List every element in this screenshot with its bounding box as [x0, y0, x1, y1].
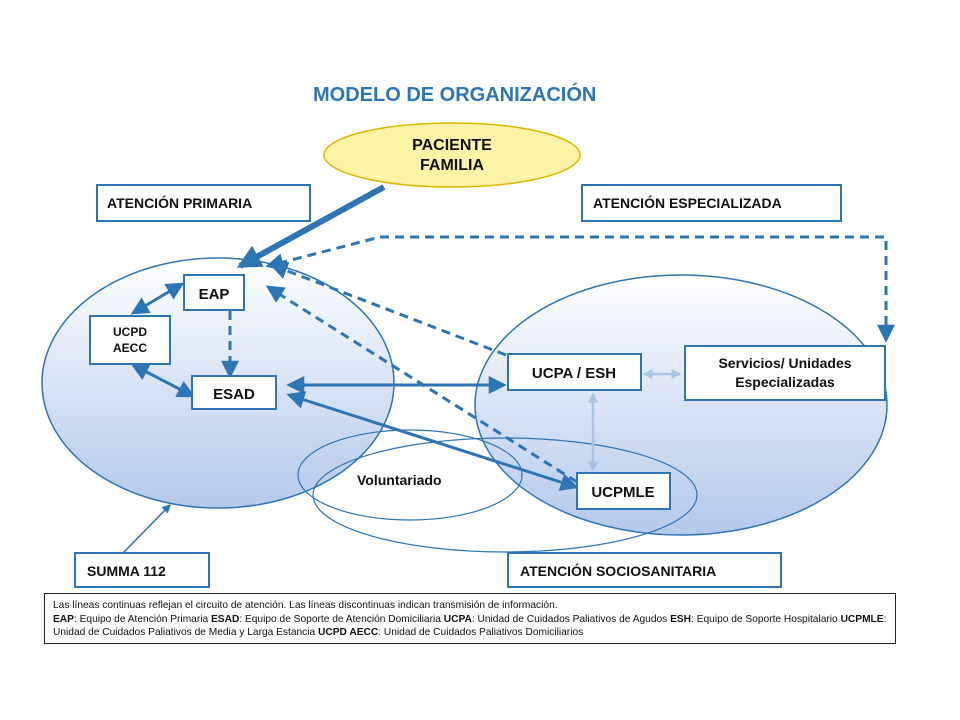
legend-desc: : Equipo de Soporte Hospitalario: [691, 613, 841, 625]
services-label: Servicios/ Unidades: [718, 355, 851, 371]
aecc-label: AECC: [113, 341, 147, 355]
legend-desc: : Unidad de Cuidados Paliativos de Media…: [53, 613, 887, 639]
page-title: MODELO DE ORGANIZACIÓN: [313, 82, 596, 106]
patient-label: PACIENTE: [412, 137, 492, 154]
eap-label: EAP: [199, 286, 230, 303]
family-label: FAMILIA: [420, 157, 484, 174]
legend-abbr: UCPD AECC: [318, 627, 379, 638]
ucpa-esh-box: [507, 353, 642, 391]
legend-abbr: EAP: [53, 613, 74, 625]
specialized-care-label: ATENCIÓN ESPECIALIZADA: [593, 194, 782, 211]
esad-ucpmle-arrow: [286, 391, 579, 491]
specialized-units-label: Especializadas: [735, 374, 835, 390]
legend-desc: : Unidad de Cuidados Paliativos de Agudo…: [471, 613, 671, 625]
legend-desc: : Unidad de Cuidados Paliativos Domicili…: [378, 627, 584, 638]
legend-intro: Las líneas continuas reflejan el circuit…: [53, 600, 558, 611]
specialized-care-box: [581, 184, 842, 222]
legend-desc: : Equipo de Soporte de Atención Domicili…: [239, 613, 444, 625]
esad-box: [191, 375, 277, 410]
summa-label: SUMMA 112: [87, 563, 166, 579]
esad-label: ESAD: [213, 386, 255, 403]
legend-desc: : Equipo de Atención Primaria: [73, 613, 211, 625]
primary-care-label: ATENCIÓN PRIMARIA: [107, 194, 252, 211]
summa-box: [74, 552, 210, 588]
specialized-info-arrow: [265, 235, 895, 343]
specialized-care-region: [474, 274, 888, 536]
legend-abbr: UCPA: [443, 613, 472, 625]
legend-abbr: UCPMLE: [840, 613, 884, 625]
ucpd-label: UCPD: [113, 325, 147, 339]
ucpmle-box: [576, 472, 671, 510]
sociosanitary-box: [507, 552, 782, 588]
volunteer-label: Voluntariado: [357, 472, 442, 488]
ucpmle-label: UCPMLE: [591, 484, 654, 501]
sociosanitary-label: ATENCIÓN SOCIOSANITARIA: [520, 562, 716, 579]
patient-to-eap-arrow: [236, 184, 386, 269]
legend-box: Las líneas continuas reflejan el circuit…: [44, 593, 896, 644]
ucpd-esad-arrow: [130, 363, 196, 398]
primary-care-box: [96, 184, 311, 222]
ucpa-esh-label: UCPA / ESH: [532, 365, 616, 382]
patient-family-node: [323, 122, 581, 188]
summa-arrow: [121, 504, 171, 555]
legend-abbr: ESH: [670, 613, 692, 625]
eap-box: [183, 274, 245, 311]
ucpa-to-eap-info: [269, 262, 507, 357]
legend-abbr: ESAD: [211, 613, 240, 625]
legend-definitions: EAP: Equipo de Atención Primaria ESAD: E…: [53, 613, 887, 640]
ucpd-aecc-box: [89, 315, 171, 365]
eap-ucpd-arrow: [130, 282, 185, 315]
specialized-services-box: [684, 345, 886, 401]
